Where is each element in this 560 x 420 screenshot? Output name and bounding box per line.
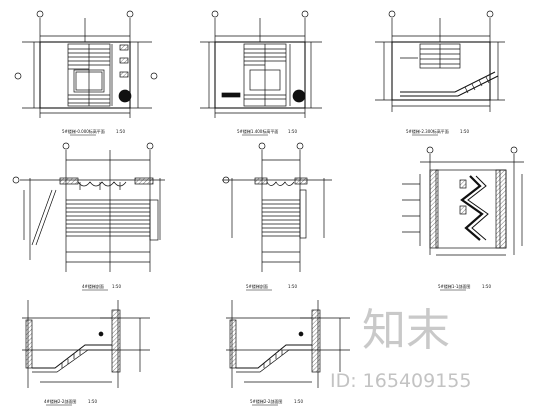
elev-1-drawing bbox=[12, 142, 165, 291]
section-1-scale: 1:50 bbox=[482, 284, 491, 289]
detail-1-caption: 4#楼梯2-2剖面图 bbox=[44, 398, 76, 404]
plan-3-scale: 1:50 bbox=[460, 129, 469, 134]
plan-2-drawing bbox=[200, 10, 322, 136]
section-1-caption: 5#楼梯1-1剖面图 bbox=[438, 283, 470, 289]
plan-1-scale: 1:50 bbox=[116, 129, 125, 134]
elev-2-scale: 1:50 bbox=[288, 284, 297, 289]
detail-2-caption: 5#楼梯2-2剖面图 bbox=[250, 398, 282, 404]
detail-2-drawing bbox=[226, 300, 350, 406]
elev-1-caption: 4#楼梯剖面 bbox=[82, 283, 104, 289]
plan-2-caption: 5#楼梯1.400标高平面 bbox=[237, 128, 278, 134]
detail-2-scale: 1:50 bbox=[294, 399, 303, 404]
plan-1-drawing bbox=[14, 10, 158, 136]
plan-3-drawing bbox=[375, 10, 505, 136]
elev-1-scale: 1:50 bbox=[112, 284, 121, 289]
elev-2-drawing bbox=[222, 142, 332, 291]
plan-2-scale: 1:50 bbox=[288, 129, 297, 134]
detail-1-drawing bbox=[22, 300, 150, 406]
elev-2-caption: 5#楼梯剖面 bbox=[246, 283, 268, 289]
plan-1-caption: 5#楼梯-0.000标高平面 bbox=[62, 128, 105, 134]
plan-3-caption: 5#楼梯-2.300标高平面 bbox=[406, 128, 449, 134]
watermark-id: ID: 165409155 bbox=[330, 370, 471, 392]
watermark-brand: 知末 bbox=[362, 305, 450, 356]
section-1-drawing bbox=[402, 146, 524, 291]
detail-1-scale: 1:50 bbox=[88, 399, 97, 404]
